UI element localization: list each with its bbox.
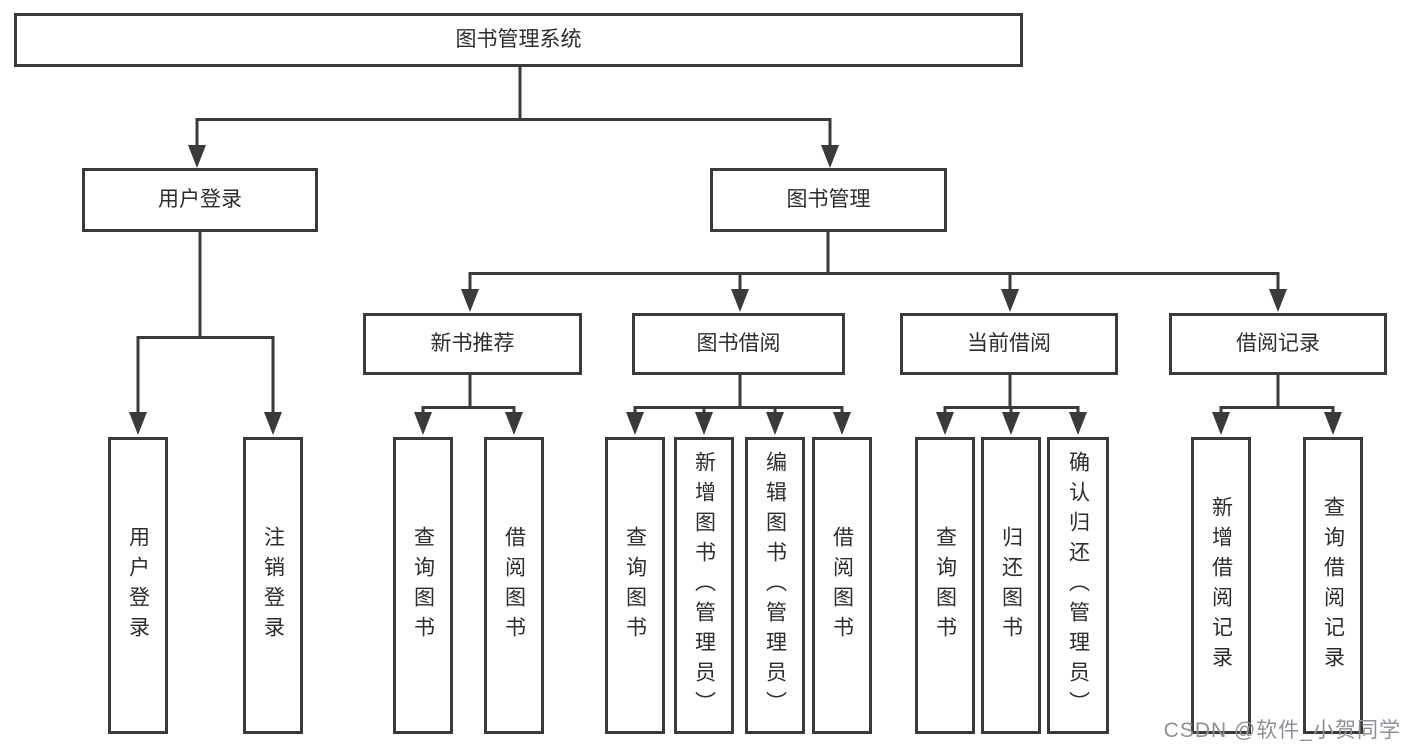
csdn-watermark: CSDN @软件_小贺同学: [1163, 719, 1401, 742]
leaf-add-borrow-record: 新增借阅记录: [1191, 437, 1251, 734]
leaf-edit-book-admin: 编辑图书（管理员）: [745, 437, 805, 734]
leaf-borrow-books-borrowing: 借阅图书: [812, 437, 872, 734]
leaf-query-books-borrowing: 查询图书: [605, 437, 665, 734]
node-user-login: 用户登录: [82, 168, 318, 232]
leaf-query-books-recommend: 查询图书: [393, 437, 453, 734]
node-book-borrowing: 图书借阅: [632, 313, 845, 375]
leaf-logout: 注销登录: [243, 437, 303, 734]
node-current-borrowing: 当前借阅: [900, 313, 1118, 375]
node-book-management: 图书管理: [710, 168, 947, 232]
node-new-book-recommend: 新书推荐: [363, 313, 582, 375]
leaf-query-borrow-record: 查询借阅记录: [1303, 437, 1363, 734]
leaf-confirm-return-admin: 确认归还（管理员）: [1047, 437, 1109, 734]
leaf-query-books-current: 查询图书: [915, 437, 975, 734]
leaf-add-book-admin: 新增图书（管理员）: [674, 437, 734, 734]
node-root-library-system: 图书管理系统: [14, 13, 1023, 67]
leaf-user-login: 用户登录: [108, 437, 168, 734]
leaf-borrow-books-recommend: 借阅图书: [484, 437, 544, 734]
leaf-return-book: 归还图书: [981, 437, 1041, 734]
node-borrowing-records: 借阅记录: [1169, 313, 1387, 375]
